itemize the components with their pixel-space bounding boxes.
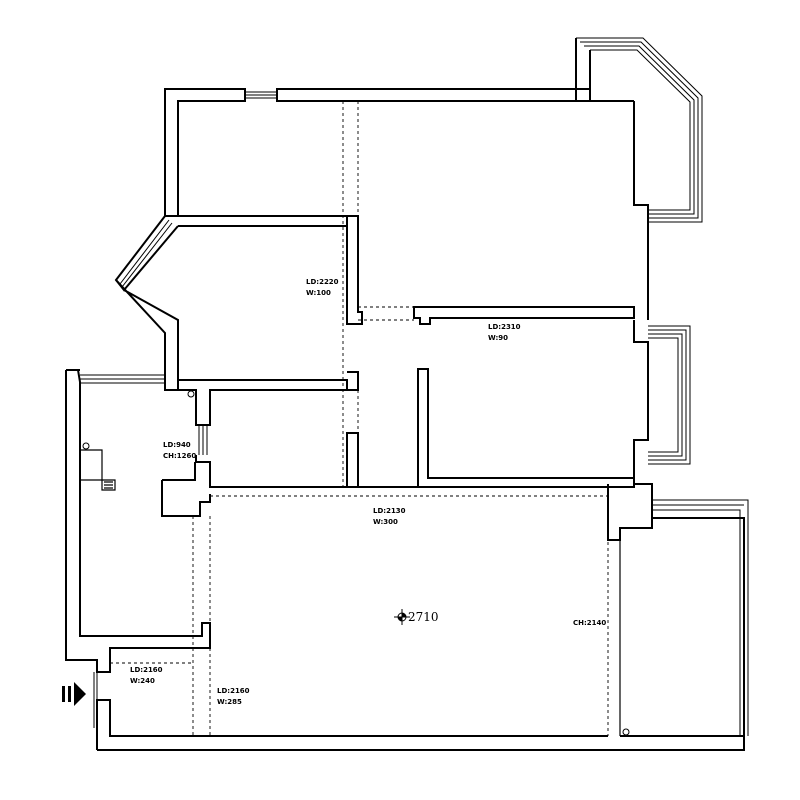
- interior-walls: [178, 215, 635, 488]
- pipe-icon: [622, 728, 630, 736]
- label-ld-2160-a: LD:2160: [130, 666, 163, 674]
- beam-lines: [110, 101, 609, 736]
- elevation-label: 2710: [408, 610, 439, 624]
- window-bays: [80, 37, 749, 736]
- annotations: LD:2220 W:100 LD:2310 W:90 LD:940 CH:126…: [130, 278, 606, 706]
- label-w-90: W:90: [488, 334, 508, 342]
- label-w-240: W:240: [130, 677, 155, 685]
- label-w-100: W:100: [306, 289, 331, 297]
- label-ch-1260: CH:1260: [163, 452, 196, 460]
- label-w-300: W:300: [373, 518, 398, 526]
- label-ld-2220: LD:2220: [306, 278, 339, 286]
- pipe-icon: [82, 442, 90, 450]
- label-ch-2140: CH:2140: [573, 619, 606, 627]
- label-ld-2160-b: LD:2160: [217, 687, 250, 695]
- crosshair-icon: [394, 609, 410, 625]
- label-ld-2310: LD:2310: [488, 323, 521, 331]
- label-ld-940: LD:940: [163, 441, 191, 449]
- outer-walls: [65, 88, 745, 751]
- label-w-285: W:285: [217, 698, 242, 706]
- entrance-arrow-icon: [62, 682, 86, 706]
- label-ld-2130: LD:2130: [373, 507, 406, 515]
- kitchen-fixtures: [80, 390, 630, 736]
- pipe-icon: [187, 390, 195, 398]
